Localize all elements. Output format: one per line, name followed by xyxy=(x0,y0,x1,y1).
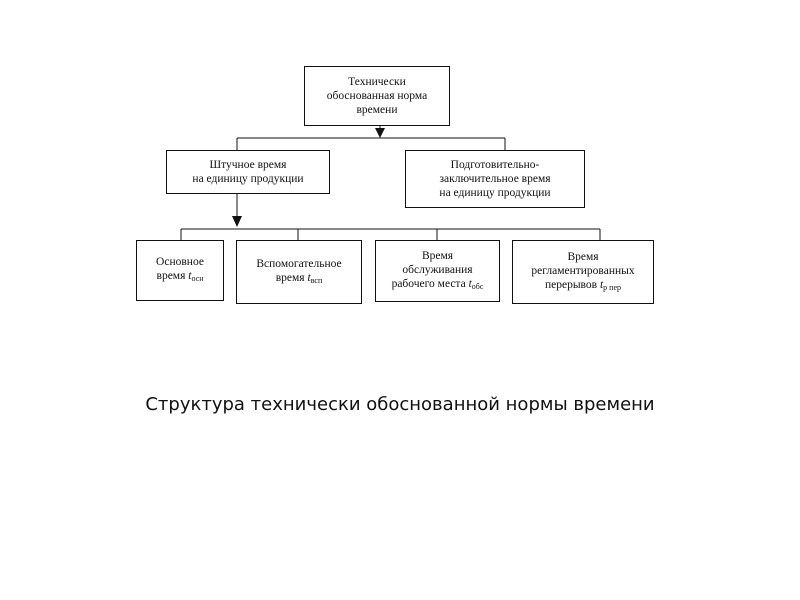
time-subscript: осн xyxy=(191,274,204,283)
time-subscript: обс xyxy=(471,281,484,291)
node-line: Основное xyxy=(156,256,204,268)
node-aux-time: Вспомогательное время tвсп xyxy=(236,240,362,304)
node-line: на единицу продукции xyxy=(192,173,304,185)
node-line: времени xyxy=(356,104,398,116)
time-symbol: t xyxy=(307,271,311,284)
node-line: обоснованная норма xyxy=(326,90,428,102)
node-line-text: перерывов xyxy=(544,278,598,291)
node-piece-time: Штучное время на единицу продукции xyxy=(166,150,330,194)
node-line: время tосн xyxy=(156,269,204,286)
time-subscript: всп xyxy=(310,275,323,285)
node-line: обслуживания xyxy=(402,263,473,276)
node-line: рабочего места tобс xyxy=(392,277,484,294)
node-line-text: время xyxy=(156,270,186,282)
node-line: Технически xyxy=(348,76,406,88)
node-service-time: Время обслуживания рабочего места tобс xyxy=(375,240,500,302)
time-symbol: t xyxy=(468,277,472,290)
arrow-down-icon xyxy=(232,216,242,227)
time-symbol: t xyxy=(188,270,192,282)
node-line: перерывов tр пер xyxy=(531,278,634,295)
node-time-norm: Технически обоснованная норма времени xyxy=(304,66,450,126)
node-line: Подготовительно- xyxy=(450,159,540,171)
time-symbol: t xyxy=(599,278,604,291)
node-breaks-time: Время регламентированных перерывов tр пе… xyxy=(512,240,654,304)
node-line-text: время xyxy=(275,271,305,284)
node-line: на единицу продукции xyxy=(439,187,551,199)
node-line: регламентированных xyxy=(531,264,635,277)
node-line-text: рабочего места xyxy=(391,277,466,290)
time-subscript: р пер xyxy=(603,282,622,292)
arrow-down-icon xyxy=(375,128,385,138)
node-line: Штучное время xyxy=(209,159,287,171)
node-prep-time: Подготовительно- заключительное время на… xyxy=(405,150,585,208)
node-line: Время xyxy=(421,249,454,262)
node-line: Вспомогательное xyxy=(256,257,342,270)
node-line: время tвсп xyxy=(256,271,341,288)
slide-caption: Структура технически обоснованной нормы … xyxy=(145,394,655,415)
node-line: заключительное время xyxy=(439,173,551,185)
node-main-time: Основное время tосн xyxy=(136,240,224,301)
node-line: Время xyxy=(567,250,599,263)
